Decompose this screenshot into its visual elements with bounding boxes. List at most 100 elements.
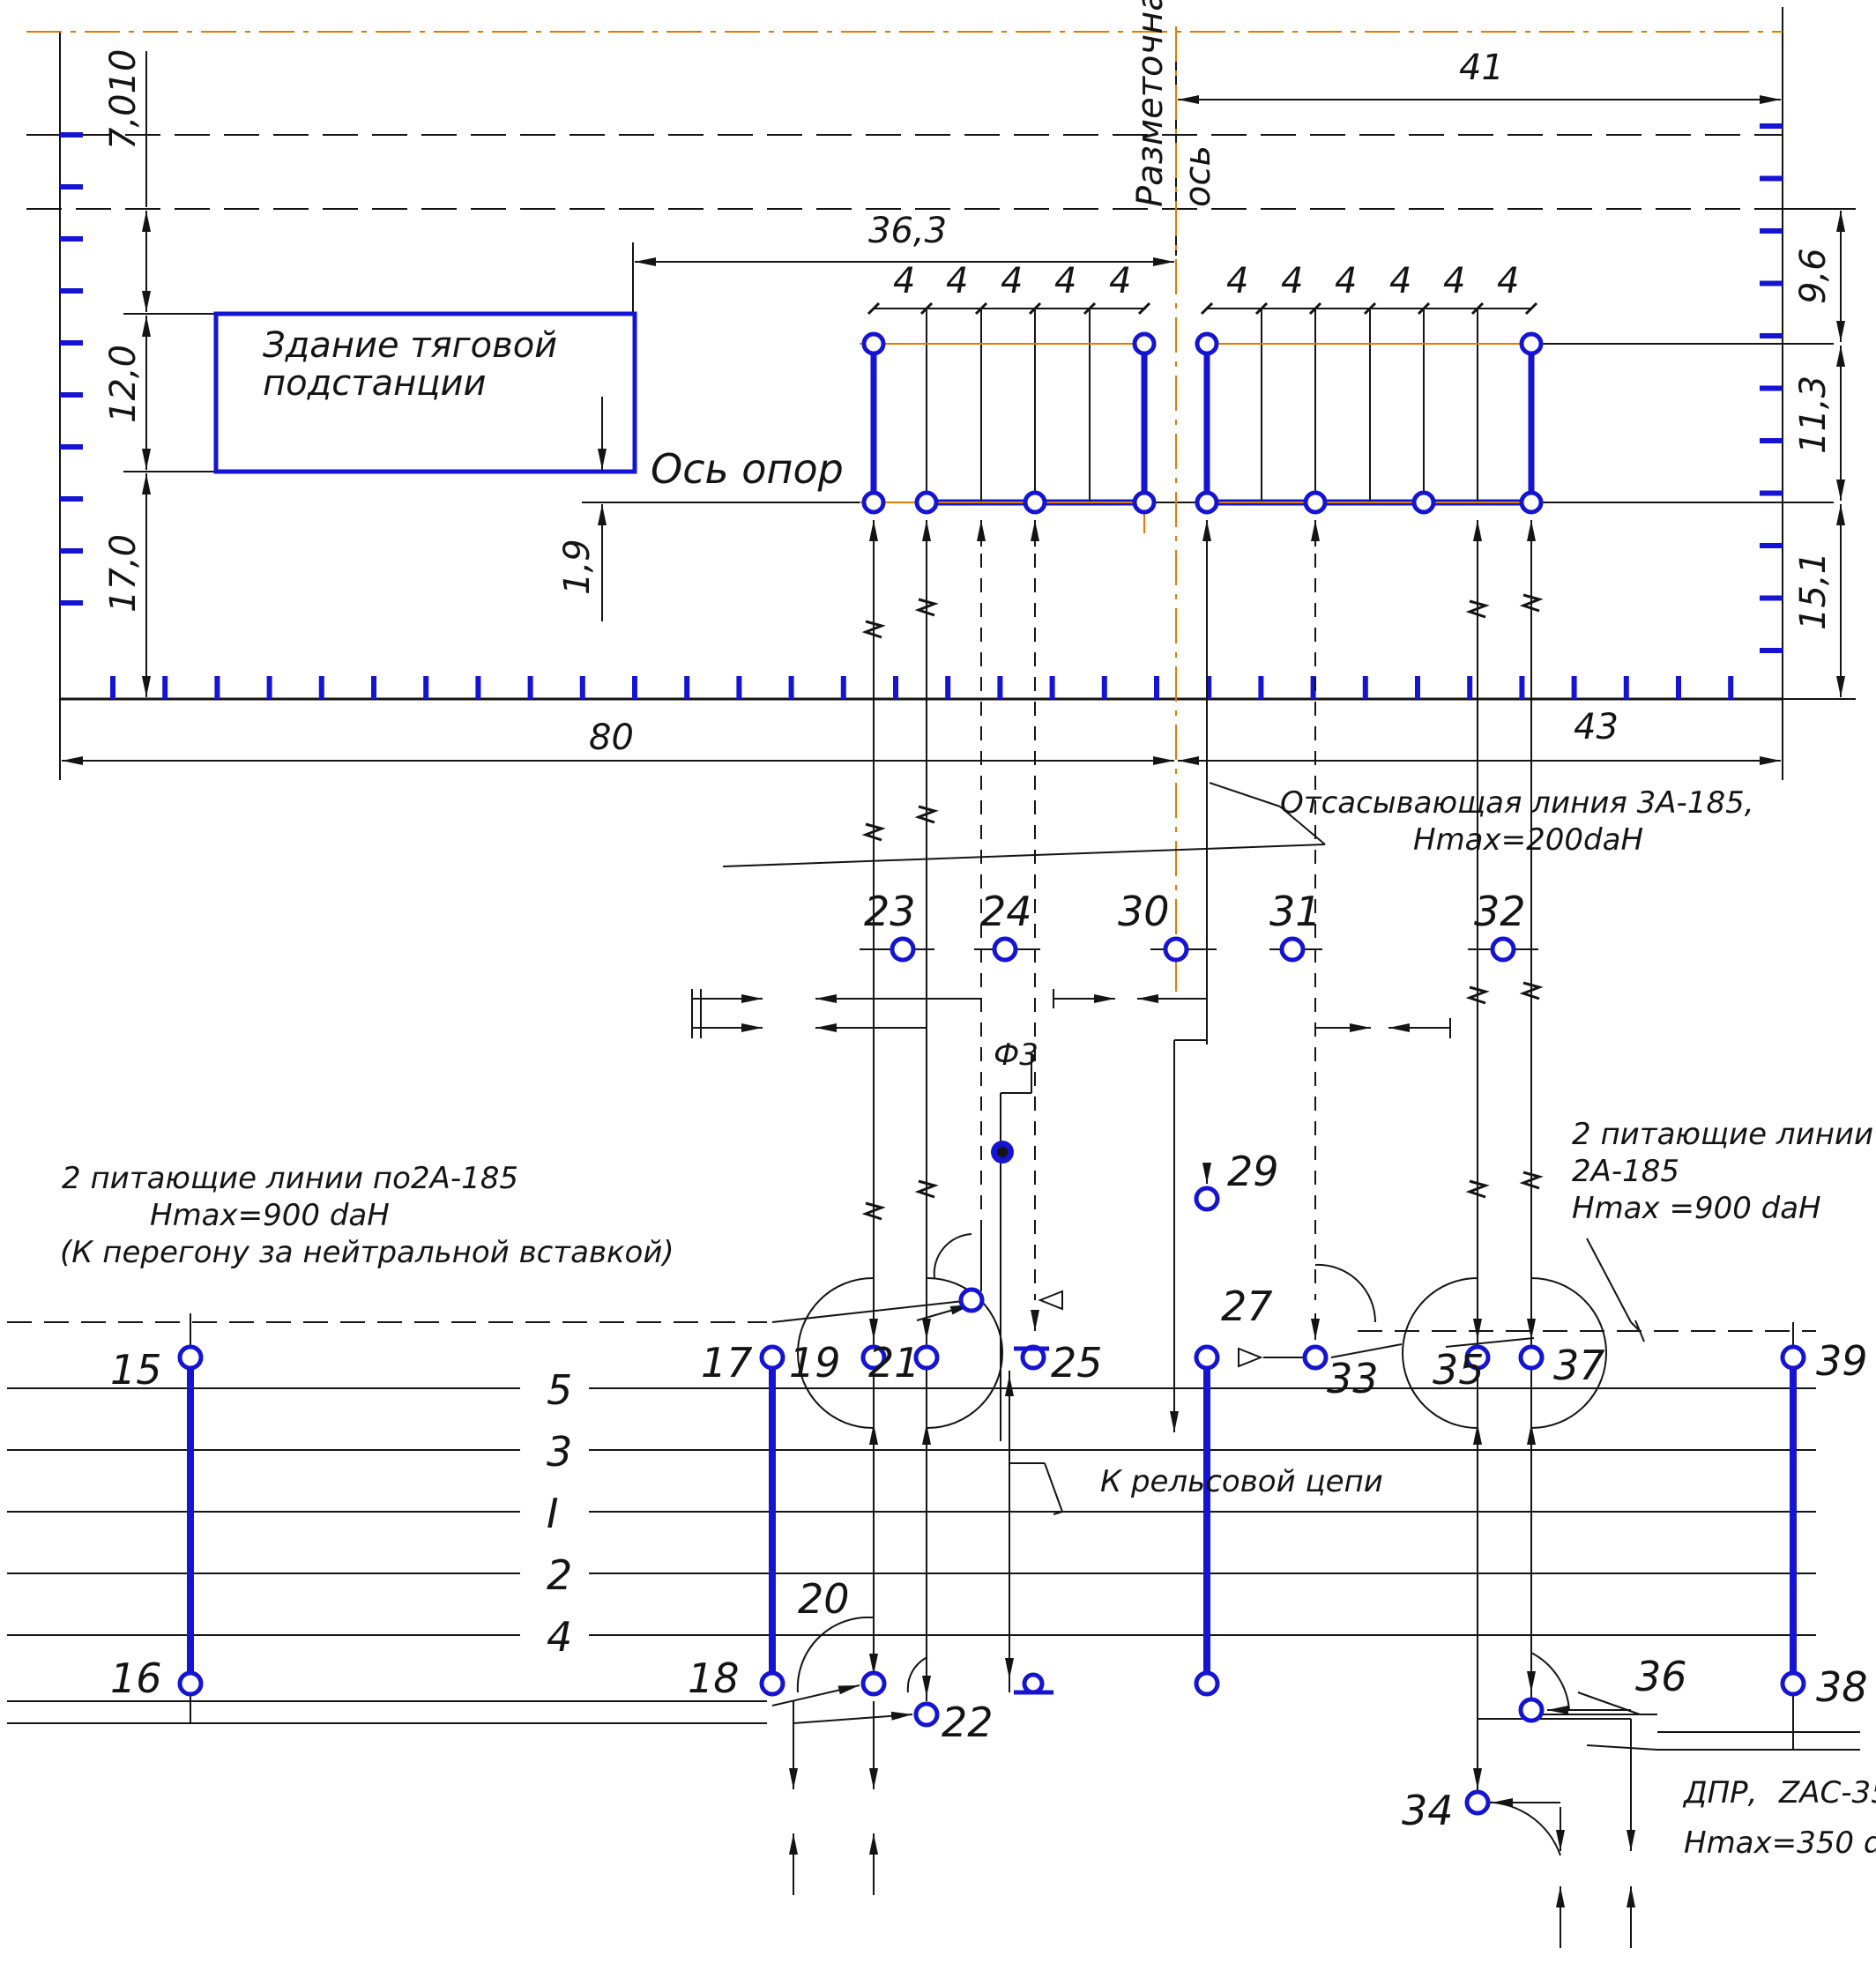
support-node	[1195, 490, 1219, 515]
node-circle	[759, 1344, 785, 1371]
pitch-label: 4	[1001, 261, 1023, 301]
marking-axis-label-2: ось	[1178, 145, 1218, 207]
support-node	[861, 490, 886, 515]
pitch-label: 4	[1335, 261, 1357, 301]
node-circle	[1518, 1697, 1545, 1723]
pitch-label: 4	[1497, 261, 1519, 301]
support-node	[1411, 490, 1436, 515]
support-node	[1519, 490, 1544, 515]
dim-1-9: 1,9	[557, 539, 598, 595]
node-circle	[177, 1344, 204, 1371]
gap-arrows	[691, 989, 1451, 1038]
phase-label: Ф3	[994, 1037, 1038, 1073]
pitch-label: 4	[1109, 261, 1131, 301]
plan-orange-guides	[860, 343, 1543, 533]
node-circle	[958, 1287, 985, 1313]
dim-12-0: 12,0	[103, 345, 144, 423]
node-circle	[1302, 1344, 1329, 1371]
node-number: 24	[980, 888, 1032, 935]
pitch-tick	[1137, 301, 1151, 316]
hmax350-label: Hmax=350 daH	[1684, 1825, 1876, 1861]
node-circle	[1464, 1344, 1491, 1371]
node-number: 31	[1269, 888, 1321, 935]
bottom-scale-ticks	[110, 676, 1734, 699]
dim-43: 43	[1574, 707, 1619, 747]
node-number: 29	[1227, 1148, 1279, 1195]
lower-portal-supports	[187, 1354, 1797, 1687]
feeder-left-2: Hmax=900 daH	[150, 1198, 390, 1233]
break-marks	[861, 593, 1544, 1221]
dpr-label: ДПР,	[1682, 1775, 1757, 1811]
pitch-label: 4	[1443, 261, 1465, 301]
support-node	[1195, 331, 1219, 356]
feeder-left-3: (К перегону за нейтральной вставкой)	[60, 1235, 674, 1270]
node-circle	[177, 1670, 204, 1697]
support-node	[861, 331, 886, 356]
node-number: 27	[1221, 1283, 1273, 1330]
node-number: 22	[942, 1699, 994, 1746]
node-circle	[759, 1670, 785, 1697]
node-number: 25	[1051, 1339, 1103, 1387]
track-number: 2	[547, 1551, 572, 1599]
break-mark	[1519, 1171, 1544, 1190]
suction-line-callout	[722, 782, 1326, 867]
dim-9-6: 9,6	[1793, 248, 1834, 304]
marking-axis-label: Разметочная	[1130, 0, 1171, 207]
switch-arcs	[796, 1233, 1607, 1856]
dim-41: 41	[1459, 48, 1504, 88]
left-portal-frame	[870, 340, 1535, 506]
break-mark	[1465, 985, 1490, 1005]
support-node	[1303, 490, 1328, 515]
node-circle	[1163, 936, 1189, 963]
support-axis-label: Ось опор	[651, 445, 844, 493]
break-mark	[914, 1179, 939, 1199]
suction-line-label-1: Отсасывающая линия 3А-185,	[1280, 785, 1754, 821]
feeder-right-2: 2А-185	[1572, 1154, 1679, 1189]
pitch-label: 4	[946, 261, 968, 301]
dim-36-3: 36,3	[868, 211, 947, 251]
dim-15-1: 15,1	[1793, 552, 1834, 630]
node-circle	[1464, 1789, 1491, 1816]
feeder-right-1: 2 питающие линии по	[1572, 1117, 1876, 1152]
node-circle	[1518, 1344, 1545, 1371]
dim-17-0: 17,0	[103, 534, 144, 613]
node-number: 30	[1118, 888, 1170, 935]
left-scale-ticks	[60, 132, 83, 606]
phase-node-core	[997, 1147, 1008, 1157]
break-mark	[861, 1201, 886, 1221]
pitch-tick	[867, 301, 881, 316]
node-circle	[1194, 1670, 1220, 1697]
right-scale-ticks	[1760, 123, 1783, 653]
node-circle	[890, 936, 916, 963]
pitch-label: 4	[1389, 261, 1411, 301]
callout-lines	[1586, 1238, 1641, 1332]
plan-support-nodes	[861, 331, 1544, 515]
node-number: 35	[1433, 1346, 1485, 1394]
building-label-2: подстанции	[263, 363, 486, 404]
node-number: 33	[1327, 1355, 1379, 1402]
plan-vertical-leads	[926, 309, 1478, 502]
node-circle	[913, 1701, 940, 1728]
node-circle	[1780, 1344, 1806, 1371]
track-number: 4	[547, 1613, 572, 1661]
node-circle	[1780, 1670, 1806, 1697]
node-number: 23	[864, 888, 916, 935]
node-number: 34	[1402, 1787, 1454, 1834]
node-number: 18	[688, 1654, 740, 1702]
break-mark	[914, 598, 939, 617]
node-circle	[860, 1344, 887, 1371]
node-circle	[913, 1344, 940, 1371]
dim-11-3: 11,3	[1793, 375, 1834, 454]
node-number: 16	[110, 1654, 162, 1702]
node-circle	[860, 1670, 887, 1697]
node-number: 36	[1635, 1653, 1687, 1700]
node-number: 20	[798, 1575, 850, 1623]
suction-line-label-2: Hmax=200daH	[1413, 822, 1643, 858]
lower-nodes	[177, 936, 1806, 1816]
node-number: 17	[701, 1339, 753, 1387]
pitch-label: 4	[1281, 261, 1303, 301]
break-mark	[1519, 593, 1544, 613]
break-mark	[1465, 1179, 1490, 1199]
